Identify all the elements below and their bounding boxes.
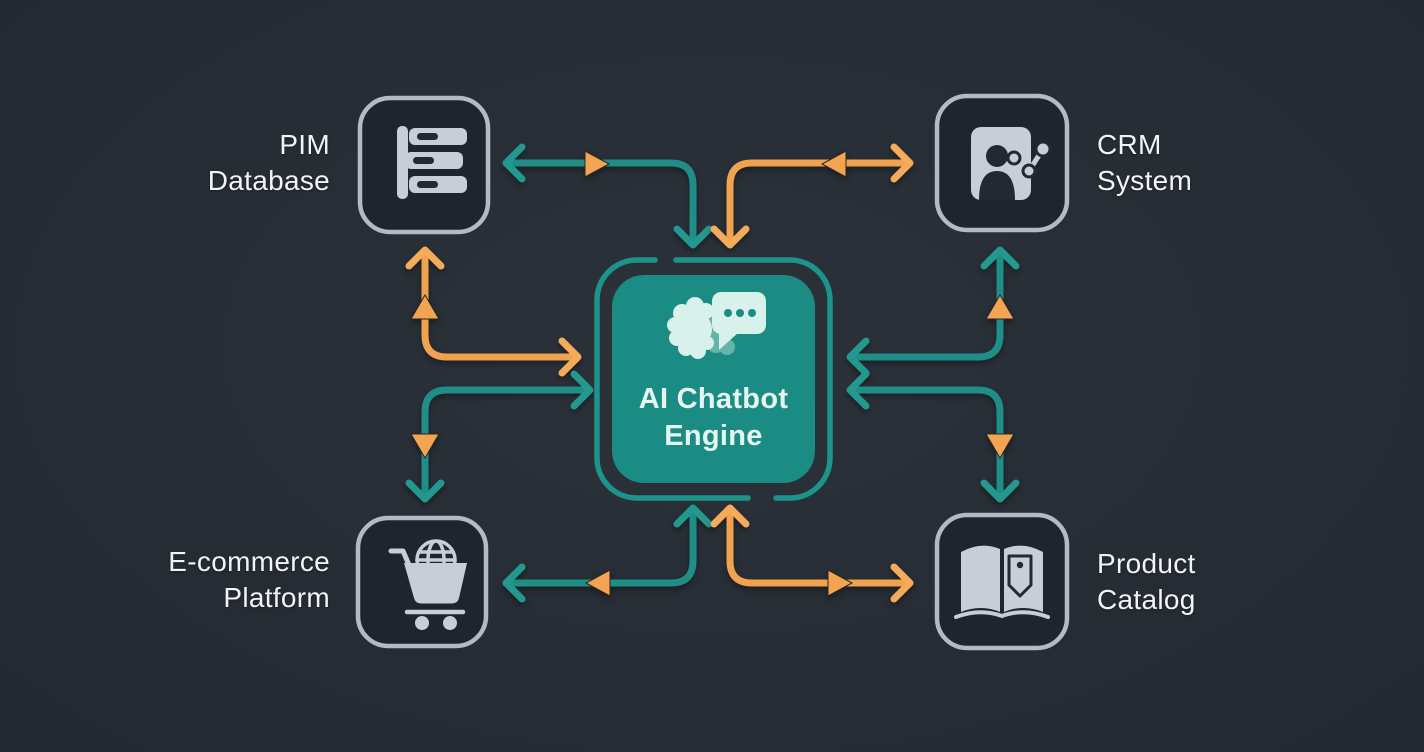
arrowhead-up-icon: [673, 504, 713, 528]
ecommerce-label: E-commerce Platform: [168, 544, 330, 616]
pim-label: PIM Database: [208, 127, 330, 199]
node-ecommerce-platform: [355, 515, 489, 649]
connector-crm-center-top: [710, 143, 914, 249]
connector-catalog-center-right: [846, 370, 1020, 503]
arrowhead-up-icon: [710, 504, 750, 528]
contact-analytics-icon: [971, 127, 1052, 200]
node-product-catalog: [934, 512, 1070, 651]
flow-triangle-down-icon: [985, 433, 1015, 459]
crm-label: CRM System: [1097, 127, 1192, 199]
connector-crm-center-right: [846, 246, 1020, 377]
ecommerce-label-line1: E-commerce: [168, 546, 330, 577]
pim-label-line1: PIM: [279, 129, 330, 160]
book-tag-icon: [954, 545, 1050, 619]
crm-label-line2: System: [1097, 165, 1193, 196]
brain-chat-icon: [667, 292, 766, 359]
flow-triangle-left-icon: [820, 150, 847, 178]
arrowhead-up-icon: [980, 246, 1020, 270]
arrowhead-down-icon: [710, 225, 750, 249]
arrowhead-down-icon: [980, 479, 1020, 503]
arrowhead-right-icon: [558, 337, 582, 377]
center-engine-label-line2: Engine: [664, 420, 763, 452]
center-engine-label-line1: AI Chatbot: [638, 383, 789, 415]
center-outline: [594, 257, 751, 501]
catalog-node-box: [934, 512, 1070, 651]
center-outline: [673, 257, 833, 501]
connector-ecommerce-center-bottom: [502, 504, 713, 603]
flow-triangle-left-icon: [584, 569, 611, 597]
arrowhead-left-icon: [502, 563, 526, 603]
connector-ecommerce-center-left: [405, 370, 594, 503]
node-pim-database: [357, 95, 491, 235]
cart-globe-icon: [388, 539, 467, 630]
arrowhead-down-icon: [673, 225, 713, 249]
crm-label-line1: CRM: [1097, 129, 1162, 160]
connector-pim-center-top: [502, 143, 713, 249]
pim-label-line2: Database: [207, 165, 330, 196]
arrowhead-right-icon: [570, 370, 594, 410]
ecommerce-label-line2: Platform: [223, 582, 330, 613]
server-stack-icon: [397, 126, 467, 199]
arrowhead-right-icon: [890, 563, 914, 603]
flow-triangle-up-icon: [985, 294, 1015, 320]
flow-triangle-right-icon: [827, 569, 854, 597]
catalog-label-line1: Product: [1097, 548, 1196, 579]
center-engine-label: AI Chatbot Engine: [612, 381, 815, 455]
node-crm-system: [934, 93, 1070, 233]
arrowhead-left-icon: [846, 370, 870, 410]
flow-triangle-right-icon: [584, 150, 611, 178]
flow-triangle-down-icon: [410, 433, 440, 459]
center-node-ai-chatbot-engine: [594, 257, 833, 501]
arrowhead-left-icon: [846, 337, 870, 377]
arrowhead-right-icon: [890, 143, 914, 183]
arrowhead-down-icon: [405, 479, 445, 503]
catalog-label: Product Catalog: [1097, 546, 1196, 618]
flow-triangle-up-icon: [410, 294, 440, 320]
catalog-label-line2: Catalog: [1097, 584, 1196, 615]
connector-pim-center-left: [405, 246, 582, 377]
arrowhead-left-icon: [502, 143, 526, 183]
arrowhead-up-icon: [405, 246, 445, 270]
connector-catalog-center-bottom: [710, 504, 914, 603]
